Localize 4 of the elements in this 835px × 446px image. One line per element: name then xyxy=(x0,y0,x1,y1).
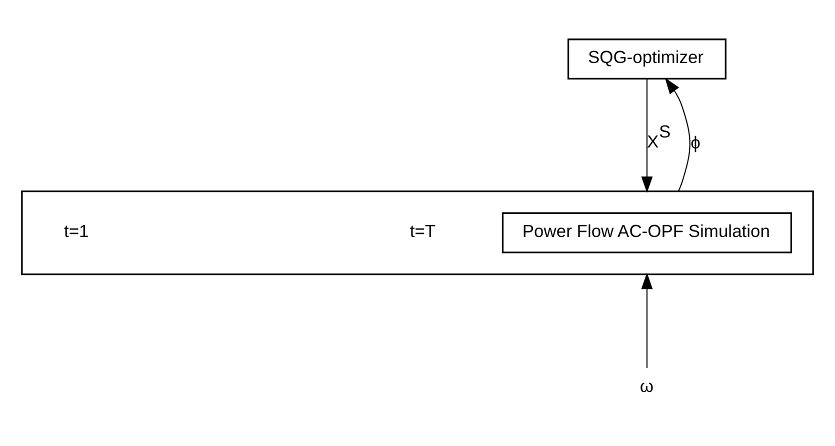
edge-label: ϕ xyxy=(690,132,700,152)
node-text: ω xyxy=(640,376,654,396)
label: t=1 xyxy=(64,220,89,240)
label: t=T xyxy=(410,220,436,240)
